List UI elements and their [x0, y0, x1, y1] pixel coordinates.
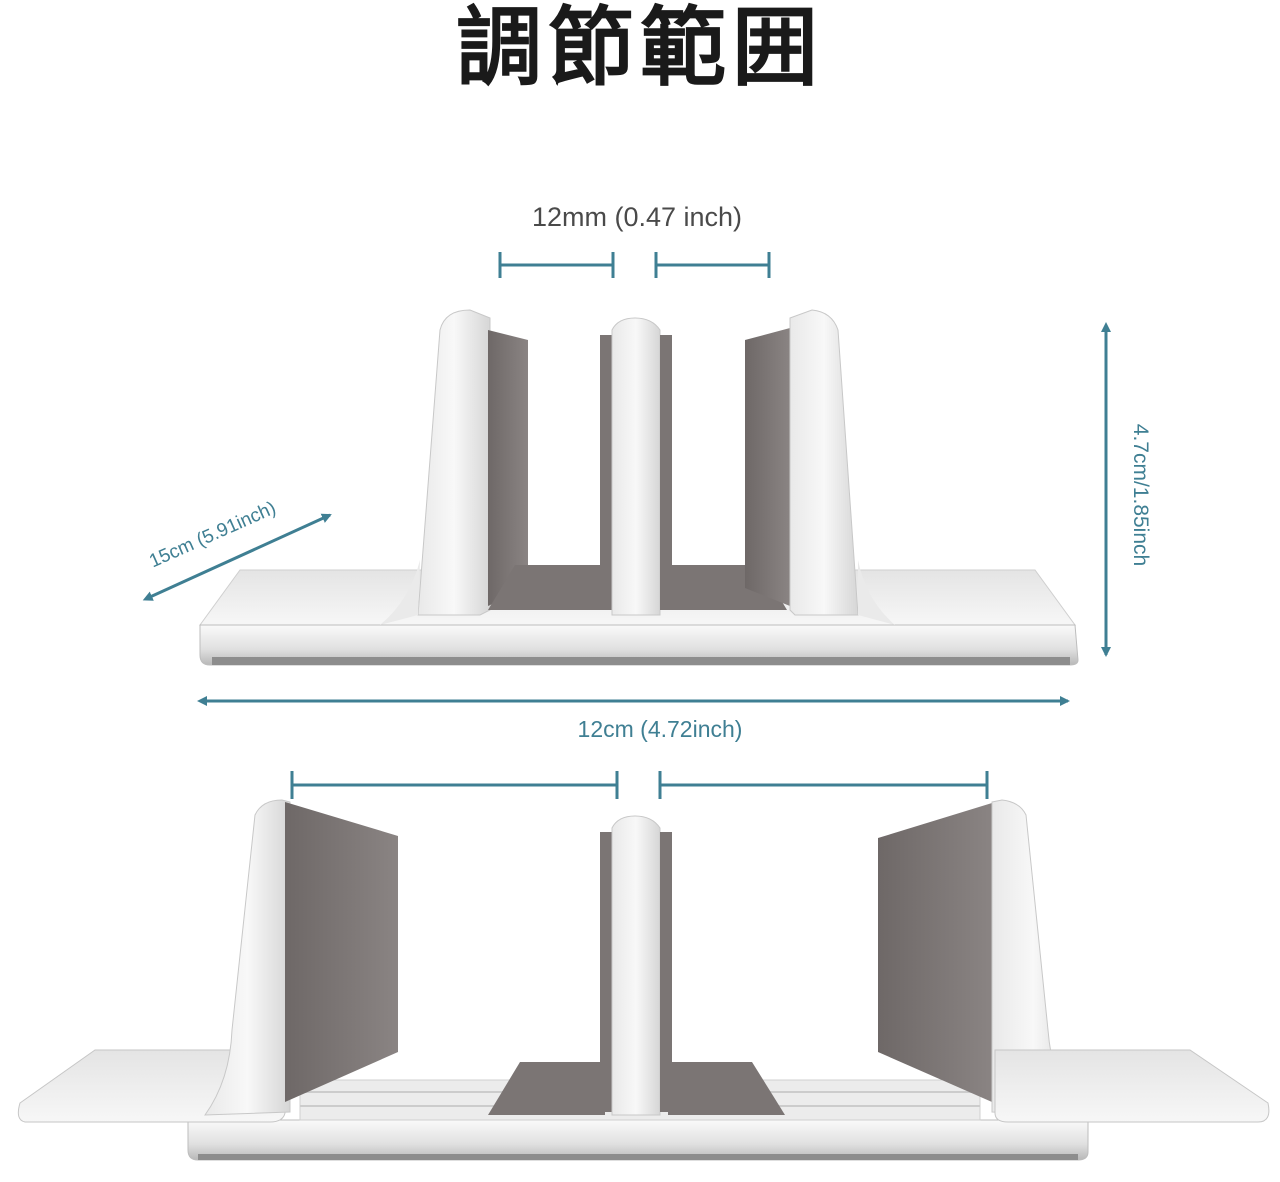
page-title: 調節範囲 [456, 0, 824, 98]
depth-arrow [142, 513, 332, 601]
depth-label: 15cm (5.91inch) [146, 498, 279, 573]
slot-width-label: 12mm (0.47 inch) [532, 202, 742, 232]
stand-wide [17, 799, 1270, 1161]
width-label: 12cm (4.72inch) [578, 716, 743, 742]
slot-gap-indicator [498, 252, 771, 278]
stand-narrow [199, 309, 1079, 666]
height-label: 4.7cm/1.85inch [1129, 424, 1152, 566]
wide-gap-indicator [290, 771, 989, 799]
